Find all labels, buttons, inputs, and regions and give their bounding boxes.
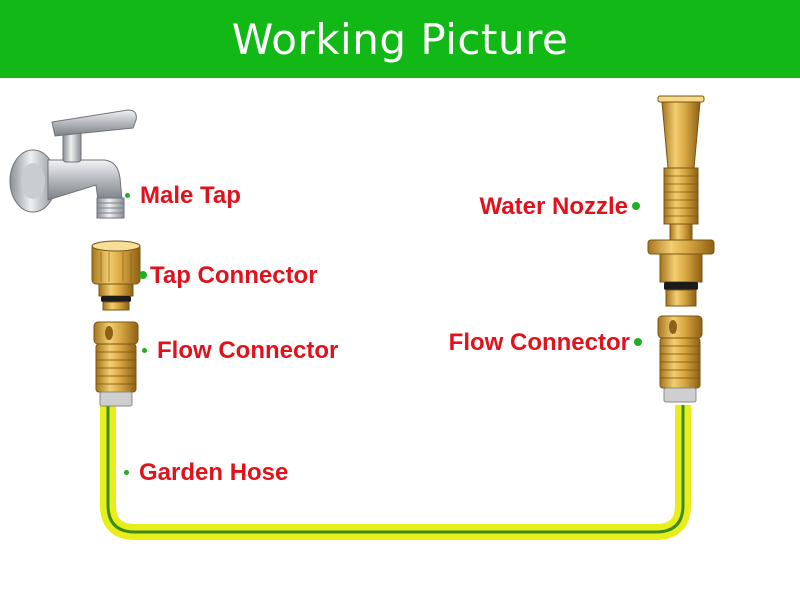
label-tap-connector: Tap Connector [139,262,318,290]
label-flow-connector-right: Flow Connector [449,329,642,357]
label-water-nozzle: Water Nozzle [480,193,640,221]
green-dot-icon [125,192,130,198]
label-male-tap: Male Tap [125,182,241,210]
label-garden-hose: Garden Hose [124,459,288,487]
brass-hose-connector-icon [657,315,703,403]
label-text: Flow Connector [157,337,339,364]
brass-tap-connector-icon [91,240,141,311]
chrome-faucet-icon [9,109,137,219]
title-banner: Working Picture [0,0,800,78]
label-text: Flow Connector [448,329,630,356]
brass-spray-nozzle-icon [647,95,715,307]
label-text: Water Nozzle [479,193,628,220]
green-dot-icon [634,338,642,347]
brass-hose-connector-icon [93,321,139,407]
label-flow-connector-left: Flow Connector [142,337,338,365]
page-title: Working Picture [231,14,569,64]
green-dot-icon [142,347,147,353]
green-dot-icon [139,271,147,280]
green-dot-icon [632,202,640,211]
garden-hose-icon [100,405,691,540]
label-text: Tap Connector [150,262,318,289]
label-text: Garden Hose [139,459,289,486]
label-text: Male Tap [140,182,241,209]
green-dot-icon [124,469,129,475]
